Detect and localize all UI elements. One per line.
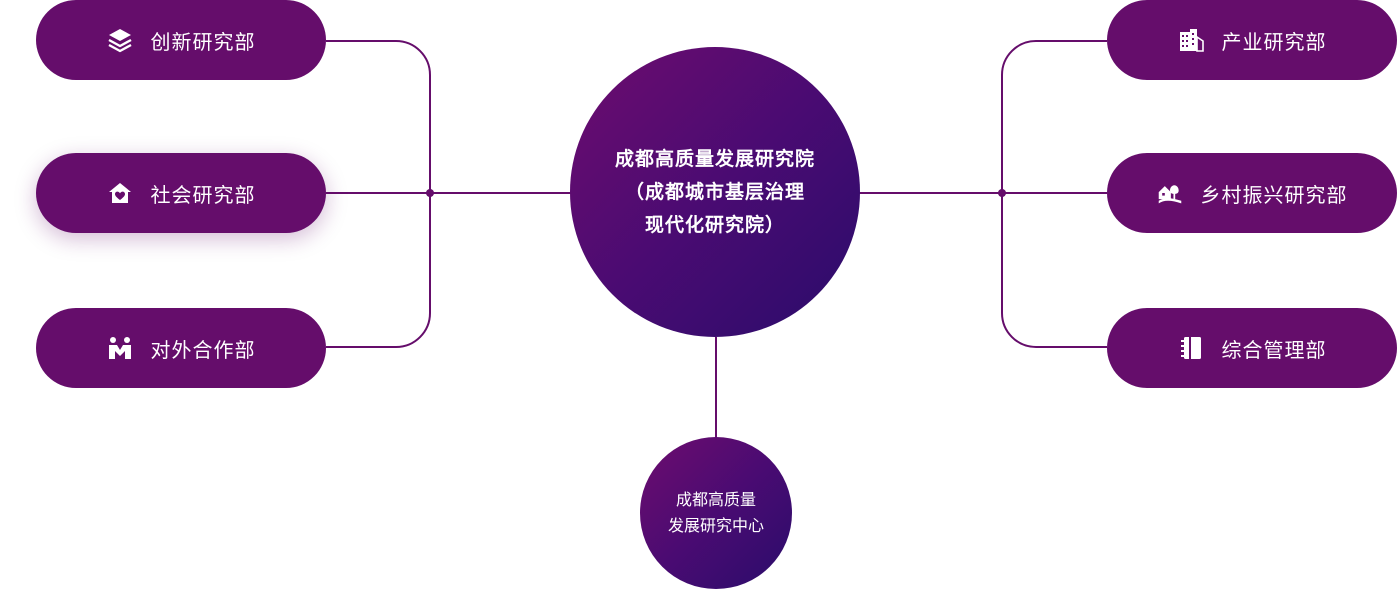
dept-label: 产业研究部: [1221, 29, 1327, 54]
dept-innovation[interactable]: 创新研究部: [36, 0, 326, 80]
left-connector-bottom: [326, 193, 431, 348]
dept-industry[interactable]: 产业研究部: [1107, 0, 1397, 80]
right-connector-top: [1001, 40, 1107, 193]
dept-social[interactable]: 社会研究部: [36, 153, 326, 233]
central-title-line2: （成都城市基层治理: [624, 180, 805, 203]
buildings-icon: [1178, 27, 1204, 53]
layers-icon: [107, 27, 133, 53]
right-junction-dot: [998, 189, 1006, 197]
people-icon: [107, 335, 133, 361]
development-center-node[interactable]: 成都高质量 发展研究中心: [640, 437, 792, 589]
notebook-icon: [1178, 335, 1204, 361]
home-heart-icon: [107, 180, 133, 206]
village-icon: [1157, 180, 1183, 206]
left-junction-dot: [426, 189, 434, 197]
left-connector-top: [326, 40, 431, 193]
sub-title-line1: 成都高质量: [675, 490, 756, 509]
dept-label: 乡村振兴研究部: [1200, 182, 1348, 207]
sub-title-line2: 发展研究中心: [667, 516, 764, 535]
dept-label: 创新研究部: [150, 29, 256, 54]
right-connector-bottom: [1001, 193, 1107, 348]
central-title-line1: 成都高质量发展研究院: [614, 147, 815, 170]
central-institute-node[interactable]: 成都高质量发展研究院 （成都城市基层治理 现代化研究院）: [570, 47, 860, 337]
dept-label: 综合管理部: [1221, 337, 1327, 362]
dept-label: 对外合作部: [150, 337, 256, 362]
dept-rural-revitalization[interactable]: 乡村振兴研究部: [1107, 153, 1397, 233]
dept-general-management[interactable]: 综合管理部: [1107, 308, 1397, 388]
dept-external-cooperation[interactable]: 对外合作部: [36, 308, 326, 388]
central-title-line3: 现代化研究院）: [644, 213, 785, 236]
dept-label: 社会研究部: [150, 182, 256, 207]
